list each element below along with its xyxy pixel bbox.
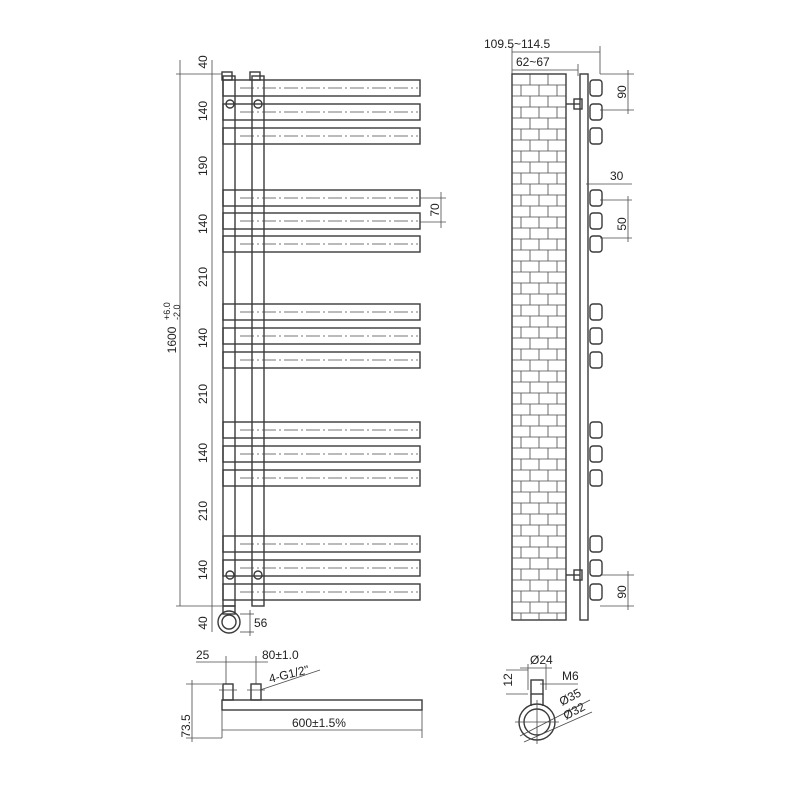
spacing-label-3: 190 [196,156,210,176]
spacing-label-1: 40 [196,55,210,69]
spacing-label-4: 140 [196,214,210,234]
bar-profile [589,351,603,369]
spacing-label-5: 210 [196,267,210,287]
collector-profile [579,73,589,621]
bar-profile [589,79,603,97]
spacing-label-2: 140 [196,101,210,121]
valve-icon [217,605,254,636]
bar-profile [589,127,603,145]
bar-profile [589,327,603,345]
bar-profile [589,212,603,230]
screw-icon [530,679,544,695]
bottom-view: 25 80±1.0 4-G1/2" 73.5 600±1.5% [179,648,423,742]
wall-bricks [512,74,566,620]
collector-left [222,75,236,607]
bar-30-label: 30 [610,169,624,183]
bar-profile [589,421,603,439]
bar-group-1 [222,79,421,145]
svg-text:1600: 1600 [165,326,179,353]
spacing-label-8: 140 [196,443,210,463]
valve-dim-label: 56 [254,616,268,630]
spacing-label-7: 210 [196,384,210,404]
bar-group-3 [222,303,421,369]
bar-profile [589,535,603,553]
detail-view: Ø24 M6 12 Ø35 Ø32 [501,653,593,744]
width-label: 600±1.5% [292,716,346,730]
screw-icon [225,99,235,109]
left-offset-label: 25 [196,648,210,662]
pipe-connector-icon [219,683,265,701]
spacing-label-10: 140 [196,560,210,580]
bar-50-label: 50 [615,217,629,231]
depth-inner-label: 62~67 [516,55,550,69]
thread-label: 4-G1/2" [267,662,310,685]
front-view: 40 140 190 140 210 140 210 140 210 140 4… [162,55,446,636]
bar-profile [589,189,603,207]
screw-m6-label: M6 [562,669,579,683]
spacing-label-9: 210 [196,501,210,521]
height-73-label: 73.5 [179,714,193,738]
bar-profile [589,235,603,253]
bar-profiles [589,79,603,601]
screw-icon [225,570,235,580]
bar-profile [589,103,603,121]
bar-profile [589,303,603,321]
screw-icon [253,570,263,580]
bracket-top-label: 90 [615,85,629,99]
bottom-profile [221,699,423,711]
diameter-24-label: Ø24 [530,653,553,667]
bar-group-5 [222,535,421,601]
spacing-label-6: 140 [196,328,210,348]
bar-group-4 [222,421,421,487]
total-height-label: 1600 +6.0 -2.0 [162,302,182,353]
bar-profile [589,445,603,463]
depth-outer-label: 109.5~114.5 [484,37,551,51]
collector-right [251,75,265,607]
screw-icon [253,99,263,109]
tube-height-label: 70 [428,203,442,217]
bar-profile [589,583,603,601]
bar-profile [589,559,603,577]
svg-text:-2.0: -2.0 [172,304,182,320]
height-12-label: 12 [501,673,515,687]
bar-group-2 [222,189,421,253]
bracket-bottom-label: 90 [615,585,629,599]
bar-profile [589,469,603,487]
svg-text:+6.0: +6.0 [162,302,172,320]
side-view: 109.5~114.5 62~67 90 30 50 90 [484,37,634,621]
spacing-label-11: 40 [196,616,210,630]
pipe-centers-label: 80±1.0 [262,648,299,662]
